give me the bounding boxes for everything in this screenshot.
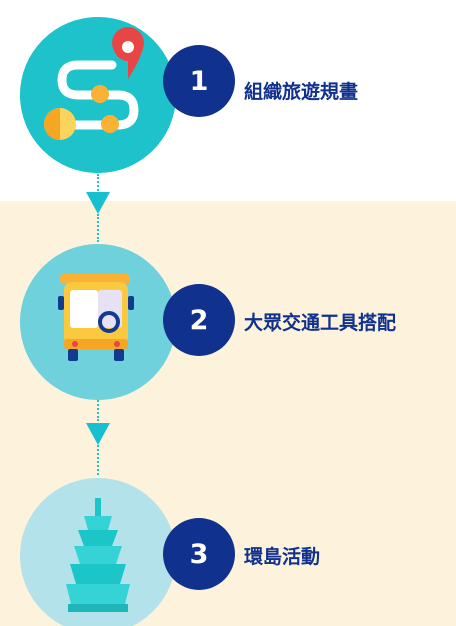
arrow-down-icon — [86, 192, 110, 214]
connector-line-2b — [97, 445, 99, 475]
taipei-101-tower-icon — [20, 478, 176, 626]
route-map-icon — [20, 17, 176, 173]
step-title: 環島活動 — [244, 546, 321, 568]
bus-icon — [20, 244, 176, 400]
step-1: 1 組織旅遊規畫 — [0, 0, 456, 180]
step-number-badge: 2 — [163, 284, 235, 356]
connector-line-1 — [97, 174, 99, 194]
step-title: 大眾交通工具搭配 — [244, 312, 397, 334]
step-3-illustration — [20, 478, 176, 626]
arrow-down-icon — [86, 423, 110, 445]
step-2-illustration — [20, 244, 176, 400]
step-number-badge: 1 — [163, 45, 235, 117]
step-title: 組織旅遊規畫 — [244, 81, 359, 103]
step-1-illustration — [20, 17, 176, 173]
connector-line-1b — [97, 214, 99, 242]
connector-line-2 — [97, 397, 99, 421]
step-2: 2 大眾交通工具搭配 — [0, 230, 456, 410]
step-number-badge: 3 — [163, 518, 235, 590]
step-3: 3 環島活動 — [0, 460, 456, 626]
